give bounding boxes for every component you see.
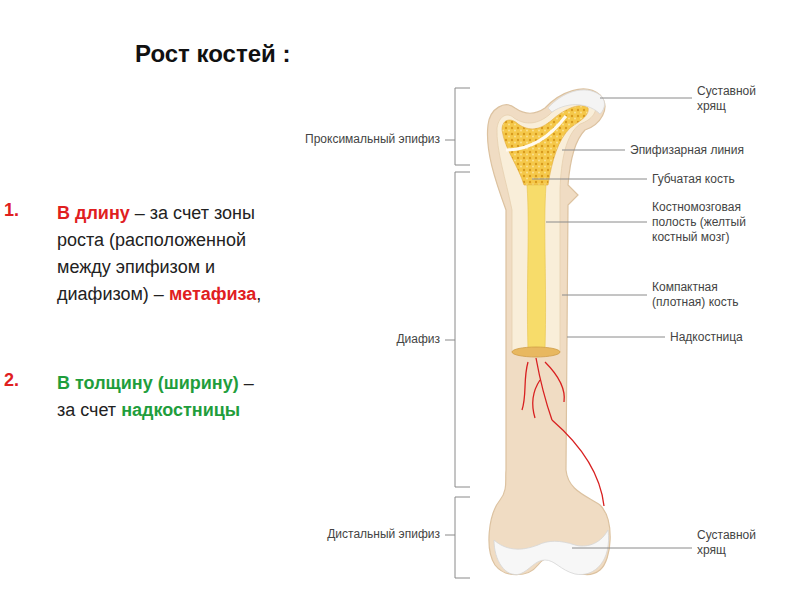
part-label: Надкостница <box>670 330 790 345</box>
list-number: 1. <box>4 200 44 221</box>
leader-line <box>562 150 625 151</box>
epiphyseal-line <box>506 116 566 150</box>
leader-line <box>546 222 647 223</box>
list-item: В длину – за счет зоны роста (расположен… <box>57 200 289 308</box>
medullary-cavity <box>527 185 546 350</box>
bracket <box>445 88 470 165</box>
key-term: метафиза <box>169 284 256 304</box>
slide-title: Рост костей : <box>135 40 290 68</box>
cut-end <box>512 347 560 357</box>
vessel <box>552 420 604 506</box>
articular-cartilage <box>548 90 605 114</box>
part-label: Суставной хрящ <box>697 528 775 558</box>
part-label: Губчатая кость <box>652 172 782 187</box>
key-term: В длину <box>57 203 130 223</box>
part-label: Костномозговая полость (желтый костный м… <box>652 200 777 245</box>
compact-bone-section <box>497 99 596 352</box>
list-item: В толщину (ширину) – за счет надкостницы <box>57 370 272 424</box>
leader-line <box>600 98 692 99</box>
part-label: Эпифизарная линия <box>630 143 780 158</box>
key-term: надкостницы <box>121 400 240 420</box>
list-text: , <box>256 284 261 304</box>
blood-vessels <box>522 358 604 506</box>
bracket <box>445 172 470 487</box>
spongy-bone <box>502 106 588 185</box>
leader-line <box>572 548 692 549</box>
articular-cartilage <box>494 530 609 575</box>
leader-lines <box>532 98 692 548</box>
leader-line <box>562 295 647 296</box>
region-label: Проксимальный эпифиз <box>260 132 440 147</box>
part-label: Компактная (плотная) кость <box>652 280 772 310</box>
list-number: 2. <box>4 370 44 391</box>
leader-line <box>567 337 665 338</box>
vessel <box>545 362 564 402</box>
bracket <box>445 497 470 578</box>
key-term: В толщину (ширину) <box>57 373 239 393</box>
leader-line <box>532 179 647 180</box>
bone-outline <box>487 89 610 575</box>
vessel <box>533 380 540 418</box>
brackets <box>445 88 470 578</box>
region-label: Дистальный эпифиз <box>260 527 440 542</box>
vessel <box>522 362 528 410</box>
part-label: Суставной хрящ <box>697 84 775 114</box>
region-label: Диафиз <box>260 332 440 347</box>
